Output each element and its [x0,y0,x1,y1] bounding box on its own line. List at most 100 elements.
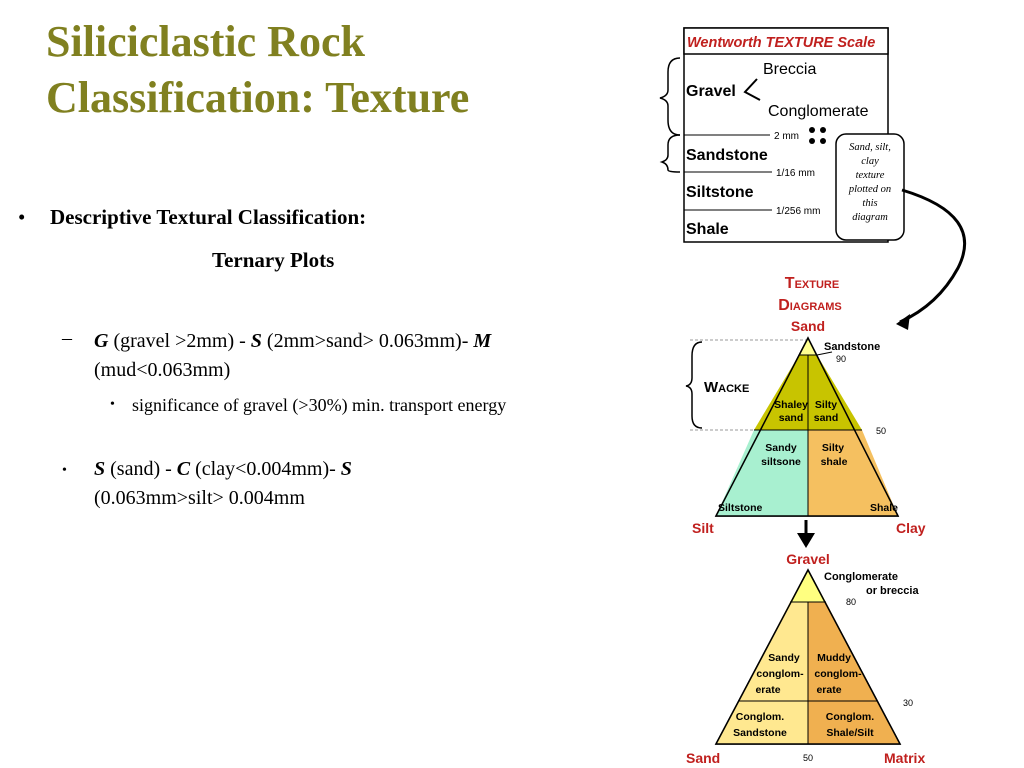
note-line: diagram [852,212,888,223]
tick-50: 50 [876,426,886,436]
note-line: Sand, silt, [849,142,891,153]
siltstone-field [716,430,808,516]
sandstone-label: Sandstone [686,147,768,164]
texture-figure-svg: Wentworth TEXTURE Scale Breccia Gravel C… [659,27,967,766]
sub-sub-bullet-gravel: significance of gravel (>30%) min. trans… [132,395,507,415]
bullet-marker: • [18,205,26,229]
note-line: clay [861,156,879,167]
gravel-fork-icon [743,78,761,101]
sub-bullet-marker: – [62,327,72,349]
sandstone-field-label: Sandstone [824,341,880,353]
wentworth-header: Wentworth TEXTURE Scale [687,35,875,51]
shale-label: shale [821,456,848,468]
pebbles-icon [809,127,826,144]
gravel-field-labels: Sandy conglom- erate Muddy conglom- erat… [733,652,874,739]
tick-30: 30 [903,698,913,708]
field-label: Muddy [817,652,851,664]
g-symbol: G [94,330,109,352]
sand-corner-label: Sand [686,750,720,766]
sub-sub-bullet-marker: • [110,397,115,412]
sand-text: (sand) - [105,458,177,480]
texture-heading-1: Texture [785,275,839,292]
tick-50: 50 [803,753,813,763]
matrix-corner-label: Matrix [884,750,925,766]
note-box [835,133,905,241]
gravel-brace [659,57,681,136]
gravel-ternary: Conglomerate or breccia 80 30 Sandy cong… [686,568,925,766]
wacke-label: Wacke [704,379,749,396]
sandy-label: Sandy [765,442,797,454]
tick-90: 90 [836,354,846,364]
siltsone-label: siltsone [761,456,801,468]
mm2-label: 2 mm [774,131,799,142]
conglomerate-label: Conglomerate [824,571,898,583]
note-text: Sand, silt, clay texture plotted on this… [848,142,891,223]
breccia-label: Breccia [763,61,816,78]
field-label: conglom- [756,668,804,680]
sand-label: sand [814,412,839,424]
clay-text: (clay<0.004mm)- [190,458,341,480]
field-label: Sandy [768,652,800,664]
s-symbol-2: S [340,458,352,480]
wacke-brace [685,341,703,429]
wentworth-scale: Wentworth TEXTURE Scale Breccia Gravel C… [659,27,905,243]
bullet-text: Descriptive Textural Classification: [50,205,367,229]
field-label: erate [816,684,841,696]
silty-label: Silty [822,442,844,454]
c-symbol: C [176,458,191,480]
sand-apex-label: Sand [791,318,825,334]
siltstone-corner-label: Siltstone [718,502,762,514]
conglomerate-field [790,570,826,602]
field-label: Shale/Silt [826,727,874,739]
field-label: conglom- [814,668,862,680]
shaley-label: Shaley [774,399,808,411]
field-label: erate [755,684,780,696]
sub-bullet-gsm: G (gravel >2mm) - S (2mm>sand> 0.063mm)-… [94,327,594,385]
sandstone-field [799,338,817,355]
mm256-label: 1/256 mm [776,206,820,217]
field-label: Conglom. [736,711,784,723]
shale-label: Shale [686,221,729,238]
silty-label: Silty [815,399,837,411]
bullet-subtext: Ternary Plots [212,248,335,272]
siltstone-label: Siltstone [686,184,754,201]
mm16-label: 1/16 mm [776,168,815,179]
conglom-sandstone-field [716,701,808,744]
clay-corner-label: Clay [896,520,926,536]
sub-bullet-marker-2: • [62,463,67,478]
gravel-apex-label: Gravel [786,551,830,567]
conglomerate-label: Conglomerate [768,103,869,120]
sand-silt-clay-ternary: Sandstone 90 50 Shaley sand Silty sand S… [685,336,926,536]
breccia-label: or breccia [866,585,919,597]
curved-arrow-icon [896,188,967,330]
shale-field [808,430,898,516]
texture-figure: Wentworth TEXTURE Scale Breccia Gravel C… [640,20,1024,768]
down-arrow-icon [797,520,815,548]
g-text: (gravel >2mm) - [108,330,251,352]
field-label: Sandstone [733,727,787,739]
tick-80: 80 [846,597,856,607]
wacke-labels: Shaley sand Silty sand Sandy siltsone Si… [761,399,847,468]
s-symbol-1: S [94,458,106,480]
s-text: (2mm>sand> 0.063mm)- [261,330,469,352]
silt-text: (0.063mm>silt> 0.004mm [94,487,305,509]
m-text: (mud<0.063mm) [94,359,231,381]
texture-heading-2: Diagrams [778,297,842,314]
gravel-label: Gravel [686,83,736,100]
sandy-conglomerate-field [739,602,808,701]
sub-bullet-scs: S (sand) - C (clay<0.004mm)- S (0.063mm>… [94,455,434,513]
wentworth-header-box [683,27,889,55]
note-line: texture [856,170,885,181]
sandstone-brace [659,134,681,173]
silt-corner-label: Silt [692,520,714,536]
m-symbol: M [473,330,492,352]
conglom-shale-field [808,701,900,744]
page-title: Siliciclastic Rock Classification: Textu… [46,17,470,122]
s-symbol: S [250,330,262,352]
sand-label: sand [779,412,804,424]
muddy-conglomerate-field [808,602,877,701]
field-label: Conglom. [826,711,874,723]
shale-corner-label: Shale [870,502,898,514]
note-line: plotted on [848,184,891,195]
note-line: this [862,198,877,209]
